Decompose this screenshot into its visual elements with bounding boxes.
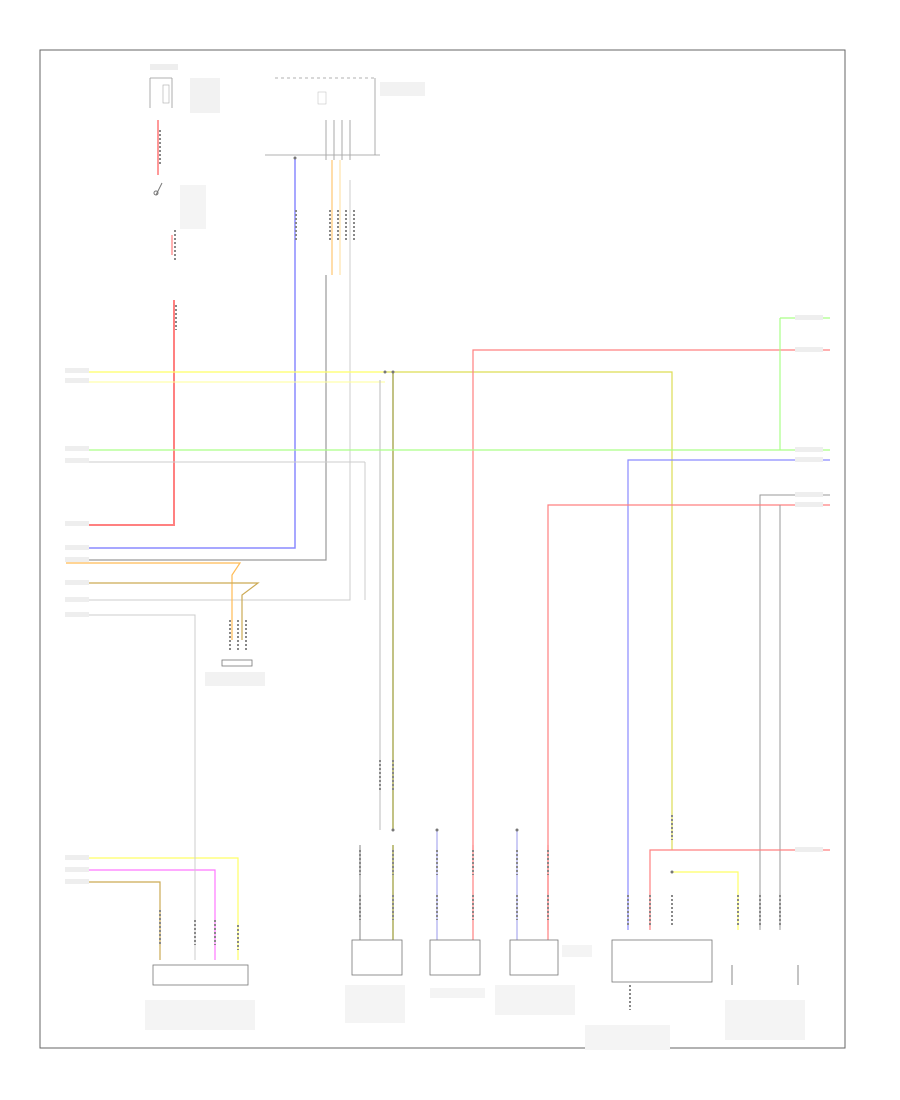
- wire-yellow-bottom: [66, 857, 239, 960]
- transmission-sensor-label: [205, 672, 265, 686]
- module-2-box: [429, 939, 481, 976]
- wire-red-right-lower: [547, 504, 830, 930]
- wire-blue-left: [66, 158, 296, 549]
- wire-red-left: [66, 300, 175, 526]
- module-3-label: [495, 985, 575, 1015]
- control-unit-box: [611, 939, 713, 983]
- wire-tan-left: [66, 582, 260, 640]
- switch-symbol: [153, 182, 206, 229]
- wire-red-right-upper: [472, 349, 830, 850]
- wire-gray-left: [66, 275, 327, 561]
- wire-tan-bottom: [66, 881, 161, 960]
- module-3-box: [509, 939, 559, 976]
- wire-yellow-upper-right: [385, 371, 673, 850]
- sensor-right-group: [725, 965, 805, 1040]
- module-1-label: [345, 985, 405, 1023]
- wire-yellow-lower-right: [672, 871, 739, 930]
- control-unit-label: [585, 1025, 670, 1050]
- sensor-module-bottom-left-label: [145, 1000, 255, 1030]
- transmission-sensor-box: [221, 659, 253, 667]
- module-1-box: [351, 939, 403, 976]
- wire-light-gray-left: [66, 180, 351, 601]
- module-2-label: [430, 988, 485, 998]
- diagram-frame: [39, 49, 846, 1049]
- top-connector-block: [265, 77, 425, 156]
- wire-gray-right: [759, 494, 830, 930]
- splice-points: [293, 156, 674, 874]
- wire-red-lower-right: [649, 849, 830, 930]
- left-wire-labels: [65, 368, 89, 884]
- wire-blue-right: [627, 459, 830, 930]
- wire-light-gray-bottom: [66, 614, 196, 960]
- wire-orange-left: [66, 562, 242, 640]
- fuse-block: [149, 64, 220, 113]
- module-3-side-label: [562, 945, 592, 957]
- connector-stubs: [159, 130, 781, 1010]
- sensor-module-bottom-left: [152, 964, 249, 986]
- right-wire-labels: [795, 315, 823, 852]
